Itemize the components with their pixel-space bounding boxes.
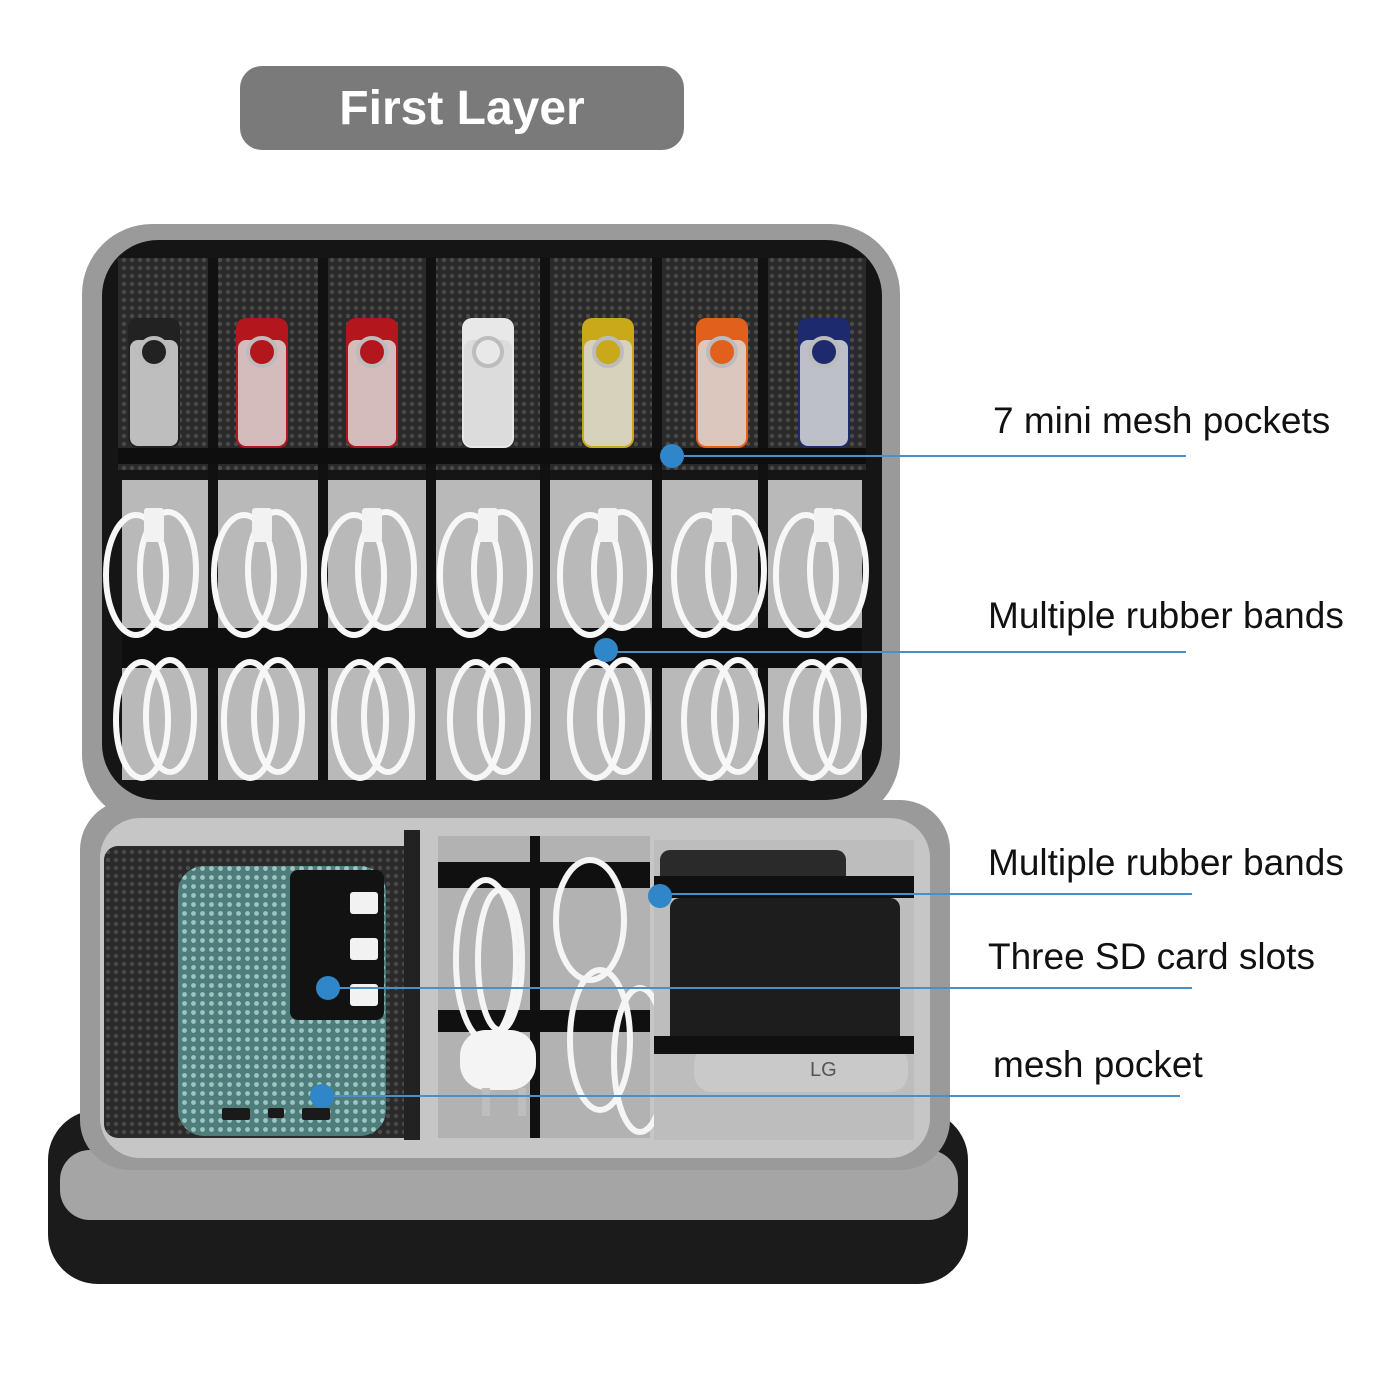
cable-coil bbox=[773, 508, 869, 781]
phone-rubber-band bbox=[654, 876, 914, 898]
cable-coil bbox=[671, 508, 767, 781]
sd-slot bbox=[350, 984, 378, 1006]
title-text: First Layer bbox=[339, 81, 585, 135]
center-zipper bbox=[404, 830, 420, 1140]
usb-drive bbox=[798, 318, 850, 448]
usb-drive bbox=[582, 318, 634, 448]
usb-drive-group bbox=[128, 318, 850, 448]
usb-drive bbox=[236, 318, 288, 448]
usb-drive bbox=[696, 318, 748, 448]
cable-coil bbox=[437, 508, 533, 781]
charger-prongs bbox=[482, 1088, 526, 1116]
sd-slot bbox=[350, 938, 378, 960]
lower-compartment: LG bbox=[48, 800, 968, 1284]
phone-screen bbox=[670, 898, 900, 1048]
callout-dot bbox=[660, 444, 684, 468]
usb-drive bbox=[346, 318, 398, 448]
phone-brand-label: LG bbox=[810, 1059, 837, 1081]
cable-coil-group bbox=[103, 508, 869, 781]
lg-phone bbox=[694, 1046, 908, 1092]
callout-lines bbox=[322, 455, 1192, 1097]
callout-label-sd-card-slots: Three SD card slots bbox=[988, 936, 1315, 977]
cable-coil bbox=[103, 508, 199, 781]
wall-charger bbox=[460, 1030, 536, 1090]
callout-dots bbox=[310, 444, 684, 1108]
cable-coil bbox=[321, 508, 417, 781]
sd-slot bbox=[350, 892, 378, 914]
callout-dot bbox=[648, 884, 672, 908]
sd-card-slots bbox=[350, 892, 378, 1006]
callout-dot bbox=[316, 976, 340, 1000]
upper-lid bbox=[82, 224, 900, 824]
power-bank-ports bbox=[222, 1108, 330, 1120]
callout-dot bbox=[310, 1084, 334, 1108]
callout-label-rubber-bands-lower: Multiple rubber bands bbox=[988, 842, 1344, 883]
cable-coil bbox=[211, 508, 307, 781]
phone-rubber-band bbox=[654, 1036, 914, 1054]
callout-label-mini-mesh-pockets: 7 mini mesh pockets bbox=[993, 400, 1331, 441]
pocket-dividers bbox=[208, 258, 768, 780]
usb-drive bbox=[462, 318, 514, 448]
cable-coil bbox=[557, 508, 653, 781]
callout-label-mesh-pocket: mesh pocket bbox=[993, 1044, 1203, 1085]
title-badge: First Layer bbox=[240, 66, 684, 150]
callout-label-rubber-bands-upper: Multiple rubber bands bbox=[988, 595, 1344, 636]
usb-drive bbox=[128, 318, 180, 448]
callout-dot bbox=[594, 638, 618, 662]
